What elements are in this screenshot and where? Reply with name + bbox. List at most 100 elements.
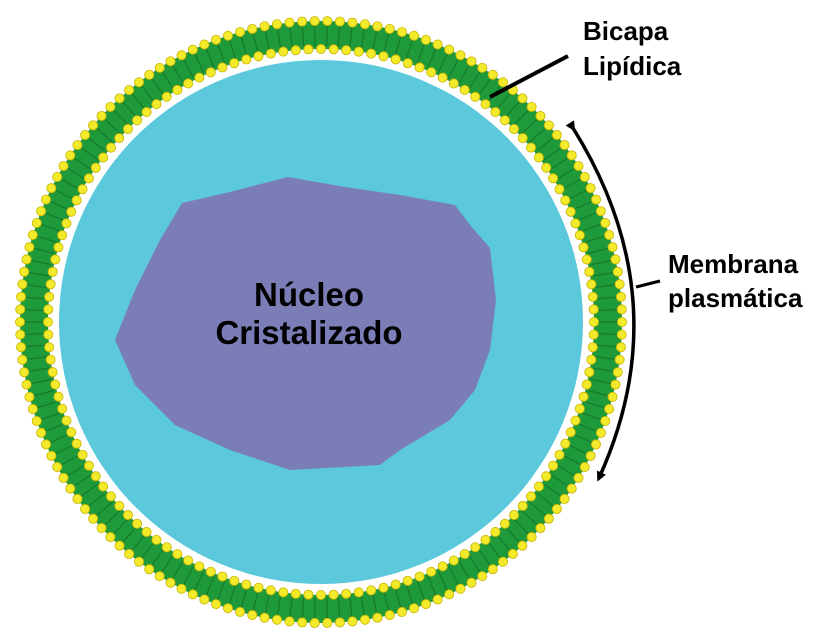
lipid-head-outer	[53, 172, 62, 181]
lipid-head-outer	[467, 578, 476, 587]
lipid-head-outer	[28, 404, 37, 413]
lipid-head-outer	[421, 35, 430, 44]
lipid-head-inner	[587, 355, 596, 364]
lipid-head-outer	[28, 230, 37, 239]
lipid-head-inner	[115, 133, 124, 142]
lipid-head-outer	[611, 255, 620, 264]
lipid-head-inner	[491, 107, 500, 116]
lipid-head-outer	[53, 462, 62, 471]
lipid-head-inner	[316, 44, 325, 53]
membrane-leader-line	[636, 281, 660, 287]
lipid-head-outer	[445, 45, 454, 54]
lipid-head-inner	[575, 231, 584, 240]
lipid-head-outer	[248, 24, 257, 33]
lipid-head-inner	[44, 305, 53, 314]
lipid-head-outer	[544, 121, 553, 130]
lipid-head-inner	[561, 439, 570, 448]
lipid-head-outer	[25, 392, 34, 401]
lipid-head-inner	[142, 527, 151, 536]
lipid-head-outer	[586, 184, 595, 193]
lipid-head-outer	[373, 613, 382, 622]
lipid-head-inner	[84, 174, 93, 183]
lipid-head-inner	[304, 590, 313, 599]
lipid-head-inner	[54, 392, 63, 401]
lipid-head-outer	[166, 578, 175, 587]
lipid-head-inner	[123, 510, 132, 519]
lipid-head-outer	[591, 195, 600, 204]
lipid-head-inner	[132, 116, 141, 125]
lipid-head-inner	[58, 231, 67, 240]
lipid-head-outer	[613, 267, 622, 276]
lipid-head-inner	[379, 583, 388, 592]
lipid-head-inner	[342, 589, 351, 598]
lipid-head-inner	[242, 55, 251, 64]
lipid-head-outer	[260, 613, 269, 622]
bilayer-leader-line	[490, 56, 568, 97]
lipid-head-outer	[527, 532, 536, 541]
lipid-head-outer	[536, 111, 545, 120]
lipid-head-inner	[44, 330, 53, 339]
lipid-head-outer	[18, 355, 27, 364]
lipid-head-outer	[89, 121, 98, 130]
lipid-head-outer	[617, 317, 626, 326]
lipid-head-outer	[298, 618, 307, 627]
lipid-head-inner	[582, 380, 591, 389]
lipid-head-inner	[415, 63, 424, 72]
lipid-head-outer	[478, 572, 487, 581]
lipid-head-inner	[115, 501, 124, 510]
lipid-head-outer	[580, 172, 589, 181]
lipid-head-inner	[367, 586, 376, 595]
lipid-head-outer	[211, 35, 220, 44]
lipid-head-inner	[588, 343, 597, 352]
lipid-head-inner	[62, 219, 71, 228]
lipid-head-outer	[544, 514, 553, 523]
lipid-head-outer	[298, 17, 307, 26]
lipid-head-inner	[481, 535, 490, 544]
lipid-head-outer	[89, 514, 98, 523]
lipid-head-outer	[574, 161, 583, 170]
lipid-head-outer	[310, 16, 319, 25]
lipid-head-inner	[132, 519, 141, 528]
lipid-head-outer	[155, 572, 164, 581]
lipid-head-outer	[616, 343, 625, 352]
lipid-head-outer	[248, 610, 257, 619]
lipid-head-outer	[37, 207, 46, 216]
lipid-head-inner	[427, 68, 436, 77]
lipid-head-inner	[518, 133, 527, 142]
nucleus-label-line2: Cristalizado	[215, 314, 402, 351]
lipid-head-inner	[427, 567, 436, 576]
lipid-head-outer	[47, 184, 56, 193]
lipid-head-inner	[460, 85, 469, 94]
lipid-head-inner	[162, 543, 171, 552]
lipid-head-inner	[206, 68, 215, 77]
lipid-head-outer	[115, 94, 124, 103]
lipid-head-inner	[526, 492, 535, 501]
lipid-head-outer	[580, 462, 589, 471]
lipid-head-outer	[360, 20, 369, 29]
lipid-head-outer	[115, 541, 124, 550]
lipid-head-outer	[134, 557, 143, 566]
lipid-head-outer	[41, 195, 50, 204]
lipid-head-outer	[552, 504, 561, 513]
lipid-head-inner	[449, 79, 458, 88]
lipid-head-outer	[323, 618, 332, 627]
lipid-head-outer	[613, 368, 622, 377]
lipid-head-outer	[567, 151, 576, 160]
lipid-head-outer	[16, 305, 25, 314]
lipid-head-inner	[195, 73, 204, 82]
lipid-head-inner	[46, 280, 55, 289]
lipid-head-inner	[555, 450, 564, 459]
lipid-head-outer	[97, 111, 106, 120]
lipid-head-outer	[409, 604, 418, 613]
lipid-head-outer	[73, 494, 82, 503]
lipid-head-outer	[285, 617, 294, 626]
lipid-head-outer	[59, 161, 68, 170]
lipid-head-outer	[20, 267, 29, 276]
lipid-head-outer	[567, 484, 576, 493]
lipid-head-outer	[32, 218, 41, 227]
lipid-head-outer	[615, 355, 624, 364]
lipid-head-outer	[488, 70, 497, 79]
lipid-head-inner	[460, 550, 469, 559]
